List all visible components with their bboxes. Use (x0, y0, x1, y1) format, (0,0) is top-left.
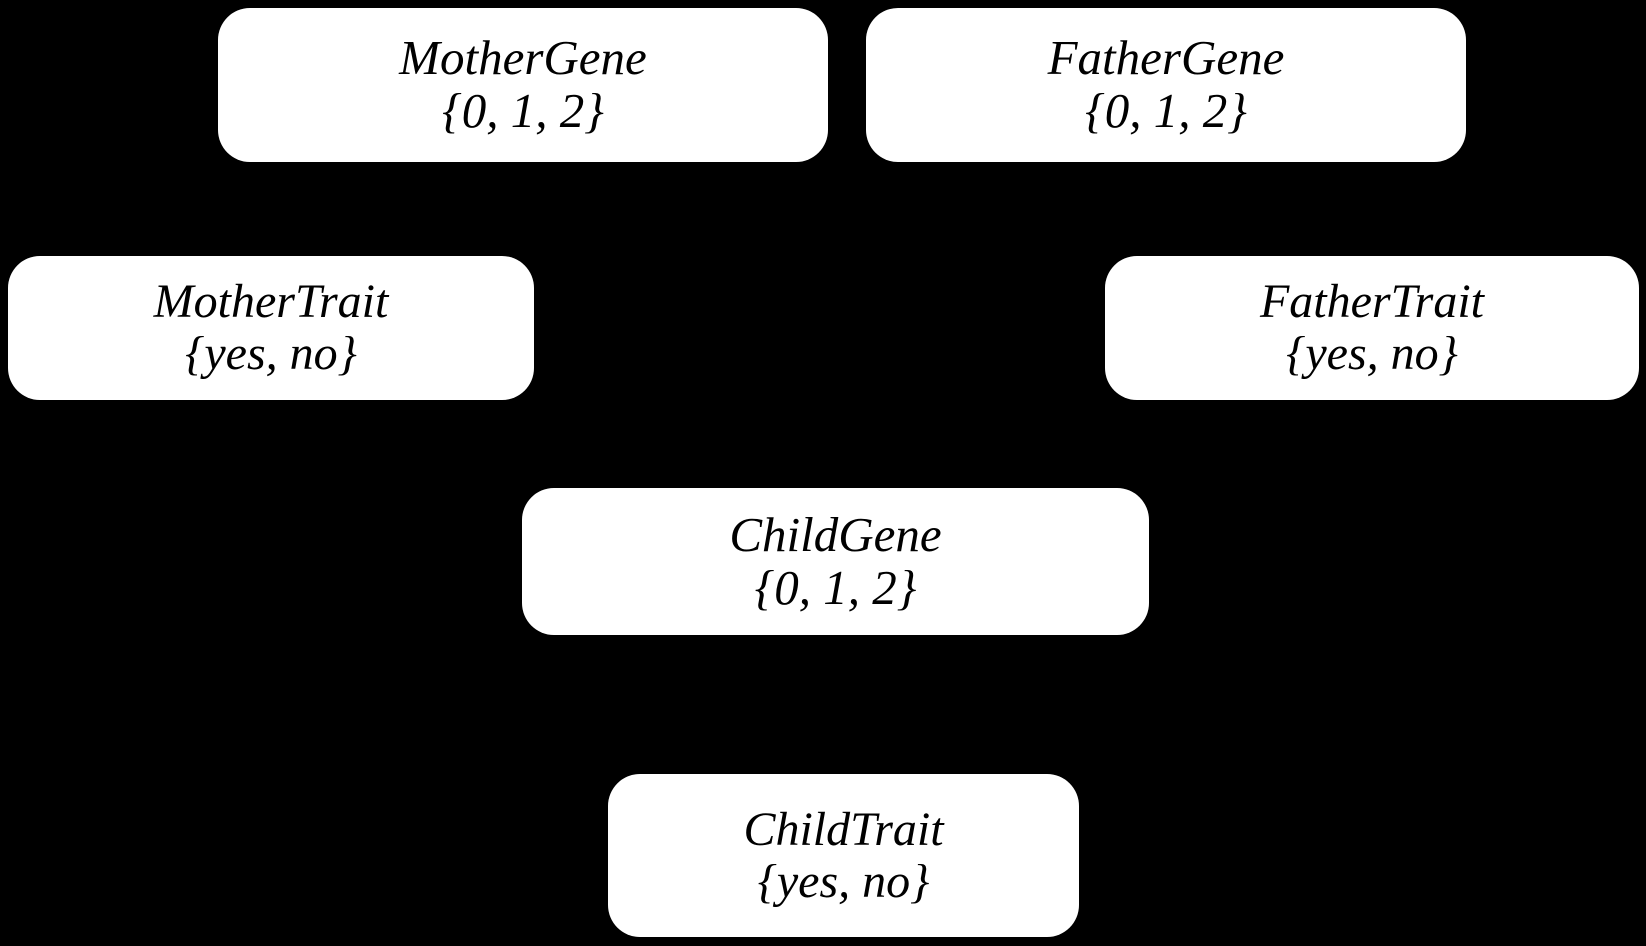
node-mother-trait-domain: {yes, no} (185, 327, 357, 380)
node-father-trait[interactable]: FatherTrait {yes, no} (1105, 256, 1639, 400)
node-child-trait[interactable]: ChildTrait {yes, no} (608, 774, 1079, 937)
node-child-gene-domain: {0, 1, 2} (754, 559, 917, 615)
node-father-trait-domain: {yes, no} (1286, 327, 1458, 380)
node-father-gene-domain: {0, 1, 2} (1085, 83, 1247, 138)
node-child-trait-label: ChildTrait (743, 802, 944, 856)
node-mother-gene-domain: {0, 1, 2} (442, 83, 604, 138)
node-father-trait-label: FatherTrait (1259, 275, 1485, 329)
node-mother-gene[interactable]: MotherGene {0, 1, 2} (218, 8, 828, 162)
node-mother-gene-label: MotherGene (399, 30, 647, 86)
node-child-gene-label: ChildGene (729, 506, 942, 562)
node-mother-trait[interactable]: MotherTrait {yes, no} (8, 256, 534, 400)
node-father-gene-label: FatherGene (1047, 30, 1285, 86)
node-child-gene[interactable]: ChildGene {0, 1, 2} (522, 488, 1149, 635)
node-child-trait-domain: {yes, no} (757, 854, 930, 908)
node-mother-trait-label: MotherTrait (153, 275, 389, 329)
node-father-gene[interactable]: FatherGene {0, 1, 2} (866, 8, 1466, 162)
